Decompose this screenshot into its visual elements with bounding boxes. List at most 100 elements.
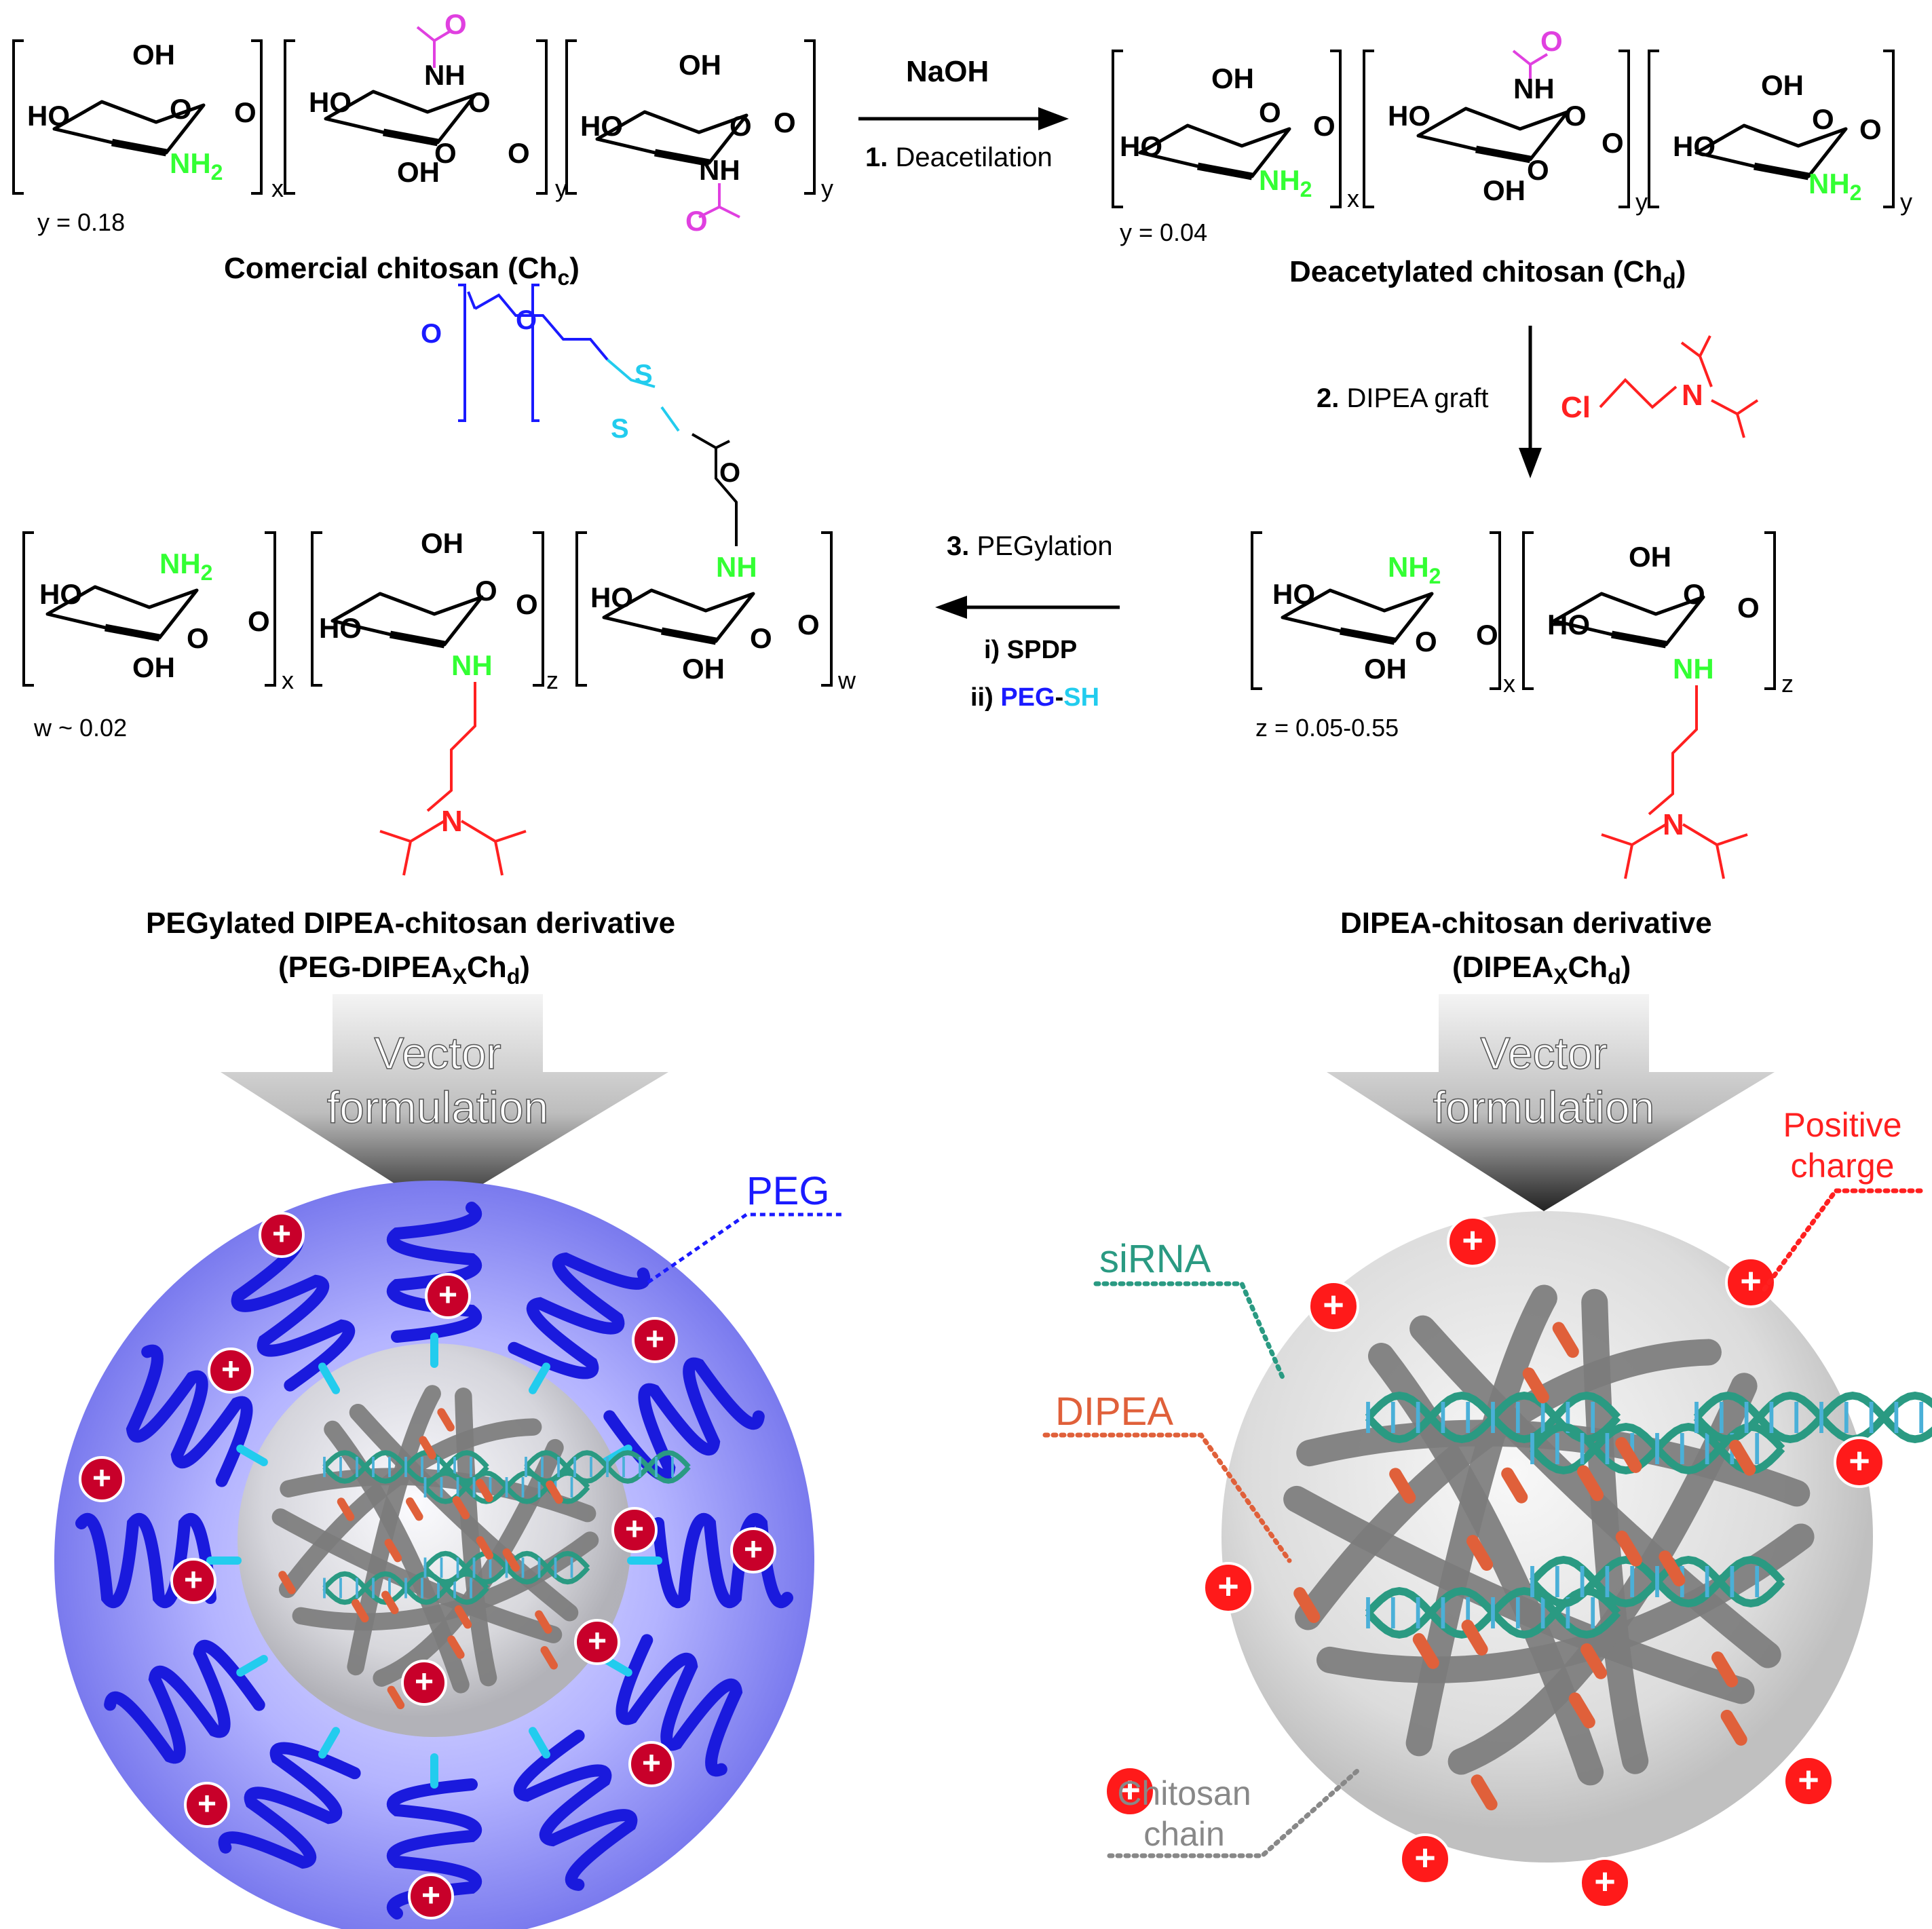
chitosan-chain: [1316, 1523, 1815, 1683]
acetyl-o: O: [1540, 25, 1563, 57]
dipea-group: [1501, 1467, 1528, 1504]
peg-strand: [513, 1730, 638, 1891]
ho-label: HO: [1388, 100, 1431, 132]
dipea-group: [476, 1536, 493, 1560]
oh-label: OH: [682, 653, 725, 685]
formulation-label-line2: formulation: [327, 1082, 549, 1132]
nh2-label: NH2: [159, 548, 212, 585]
bracket-left: [284, 39, 295, 195]
dipea-group: [1461, 1620, 1488, 1656]
chitosan-callout-line1: Chitosan: [1117, 1774, 1251, 1812]
chitosan-chain: [455, 1388, 497, 1687]
repeat-sub-y: y: [1635, 188, 1648, 216]
nh-label: NH: [424, 59, 466, 91]
o-label: O: [434, 137, 457, 169]
dipea-group: [337, 1497, 355, 1521]
dipea-group: [476, 1478, 493, 1502]
ho-label: HO: [1673, 130, 1716, 162]
charge-symbol: +: [421, 1877, 440, 1913]
disulfide-link: [529, 1727, 550, 1759]
positive-charge: +: [184, 1782, 230, 1828]
repeat-sub-x: x: [271, 174, 284, 202]
ho-label: HO: [580, 110, 623, 142]
charge-circle: [632, 1317, 678, 1363]
dipea-group: [419, 1436, 436, 1459]
positive-charge: +: [574, 1619, 620, 1665]
chitosan-chain: [1447, 1373, 1758, 1775]
repeat-brackets: [12, 39, 1895, 690]
peg-callout: PEG: [746, 1169, 830, 1213]
dipea-group: [502, 1548, 520, 1572]
dipea-chitosan-subtitle: (DIPEAXChd): [1452, 951, 1631, 989]
charge-symbol: +: [272, 1216, 291, 1252]
dipea-group: [278, 1571, 296, 1594]
o-label: O: [1812, 103, 1834, 135]
bracket-right: [1883, 50, 1895, 208]
acetyl-o: O: [444, 8, 467, 40]
bracket-left: [1363, 50, 1374, 208]
repeat-sub-z: z: [1781, 670, 1794, 698]
ring-bold-edge: [389, 630, 446, 649]
peg-oxygen: O: [516, 305, 537, 335]
dipea-nanoparticle: +++++++++: [1104, 1211, 1932, 1909]
positive-charge: +: [1447, 1216, 1498, 1267]
positive-charge: +: [628, 1741, 675, 1787]
chitosan-chain: [349, 1403, 579, 1622]
sirna-leader-line: [1093, 1281, 1285, 1380]
chitosan-chain: [1409, 1315, 1781, 1668]
formulation-arrow-left: Vector formulation: [221, 994, 668, 1211]
bracket-right: [804, 39, 816, 195]
charge-symbol: +: [184, 1562, 203, 1598]
bracket-right: [821, 531, 833, 687]
positive-charge: +: [425, 1273, 471, 1319]
ring-bold-edge: [1339, 627, 1396, 645]
step2-arrowhead: [1519, 448, 1542, 478]
dipea-group: [1576, 1465, 1604, 1502]
chitosan-callout-line2: chain: [1143, 1815, 1225, 1853]
dipea-group: [1552, 1322, 1579, 1358]
charge-symbol: +: [642, 1745, 661, 1781]
bracket-left: [1648, 50, 1659, 208]
peg-strands: [75, 1202, 793, 1920]
dipea-group: [1729, 1439, 1756, 1476]
step3-reagent-i: i) SPDP: [984, 636, 1077, 664]
peg-strand: [218, 1742, 361, 1869]
repeat-sub-x: x: [1503, 670, 1515, 698]
bracket-right: [1618, 50, 1630, 208]
step1-reagent: NaOH: [906, 55, 989, 88]
charge-symbol: +: [197, 1786, 216, 1822]
bracket-right: [251, 39, 263, 195]
charge-symbol: +: [645, 1321, 664, 1357]
o-label: O: [1527, 154, 1549, 186]
o-link: O: [516, 588, 538, 620]
acetyl-groups: [416, 26, 1549, 218]
dipea-group: [384, 1538, 402, 1563]
charge-circle: [574, 1619, 620, 1665]
bracket-left: [12, 39, 24, 195]
nh-label: NH: [1673, 653, 1714, 685]
o-label: O: [475, 575, 497, 607]
o-link: O: [1737, 592, 1760, 624]
repeat-sub-x: x: [1347, 185, 1359, 212]
ring-bold-edge: [654, 149, 711, 167]
oh-label: OH: [132, 651, 175, 683]
oh-label: OH: [1761, 69, 1804, 101]
charge-circle: [1308, 1280, 1359, 1332]
peg-strand: [615, 1634, 743, 1777]
bracket-left: [1251, 531, 1262, 690]
disulfide-link: [318, 1362, 340, 1394]
positive-charge: +: [1783, 1755, 1834, 1807]
charge-symbol: +: [1740, 1261, 1762, 1301]
charge-circle: [79, 1456, 125, 1502]
o-link: O: [1602, 127, 1624, 159]
o-link: O: [1859, 113, 1882, 145]
oh-label: OH: [397, 156, 440, 188]
fraction-label: y = 0.04: [1120, 218, 1207, 246]
commercial-chitosan-title: Comercial chitosan (Chc): [224, 252, 580, 290]
bracket-left: [575, 531, 587, 687]
ring-bold-edge: [1475, 145, 1532, 164]
dipea-group: [1568, 1692, 1595, 1729]
dipea-group: [546, 1480, 563, 1504]
